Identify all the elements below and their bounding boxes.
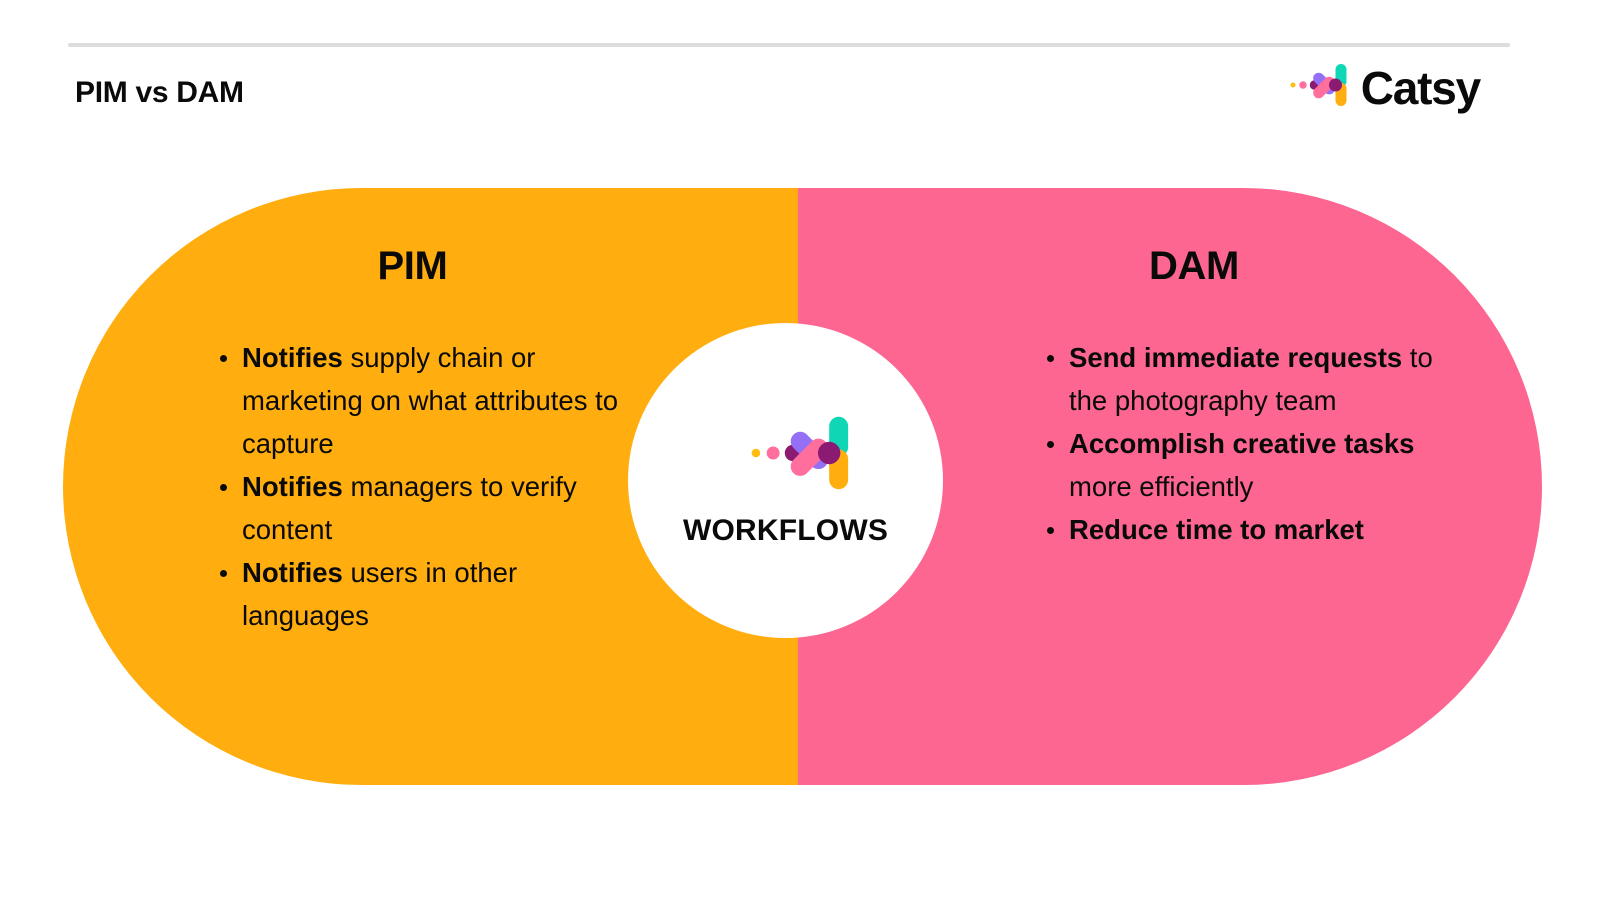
- pim-bullet-list: Notifies supply chain or marketing on wh…: [214, 336, 642, 637]
- header-divider: [68, 43, 1510, 47]
- list-item: Send immediate requests to the photograp…: [1047, 336, 1449, 422]
- list-item: Notifies managers to verify content: [220, 465, 642, 551]
- bullet-bold-text: Notifies: [242, 557, 343, 588]
- bullet-rest-text: managers to verify content: [242, 471, 577, 545]
- bullet-bold-text: Accomplish creative tasks: [1069, 428, 1415, 459]
- bullet-bold-text: Reduce time to market: [1069, 514, 1364, 545]
- list-item: Reduce time to market: [1047, 508, 1449, 551]
- list-item: Accomplish creative tasks more efficient…: [1047, 422, 1449, 508]
- bullet-bold-text: Notifies: [242, 471, 343, 502]
- workflows-label: WORKFLOWS: [682, 514, 889, 547]
- dam-bullet-list: Send immediate requests to the photograp…: [1041, 336, 1449, 551]
- page-title: PIM vs DAM: [75, 76, 244, 109]
- list-item: Notifies supply chain or marketing on wh…: [220, 336, 642, 465]
- bullet-rest-text: supply chain or marketing on what attrib…: [242, 342, 619, 459]
- brand-name: Catsy: [1360, 61, 1481, 114]
- bullet-rest-text: to the photography team: [1069, 342, 1433, 416]
- pim-panel-title: PIM: [377, 244, 448, 288]
- catsy-pinwheel-logo-icon: [749, 413, 849, 498]
- workflows-center-badge: WORKFLOWS: [628, 323, 943, 638]
- bullet-rest-text: more efficiently: [1069, 471, 1254, 502]
- dam-panel-title: DAM: [1149, 244, 1239, 288]
- bullet-bold-text: Send immediate requests: [1069, 342, 1403, 373]
- brand-logo: Catsy: [1289, 61, 1481, 114]
- catsy-pinwheel-logo-icon: [1289, 62, 1347, 113]
- bullet-rest-text: users in other languages: [242, 557, 518, 631]
- list-item: Notifies users in other languages: [220, 551, 642, 637]
- bullet-bold-text: Notifies: [242, 342, 343, 373]
